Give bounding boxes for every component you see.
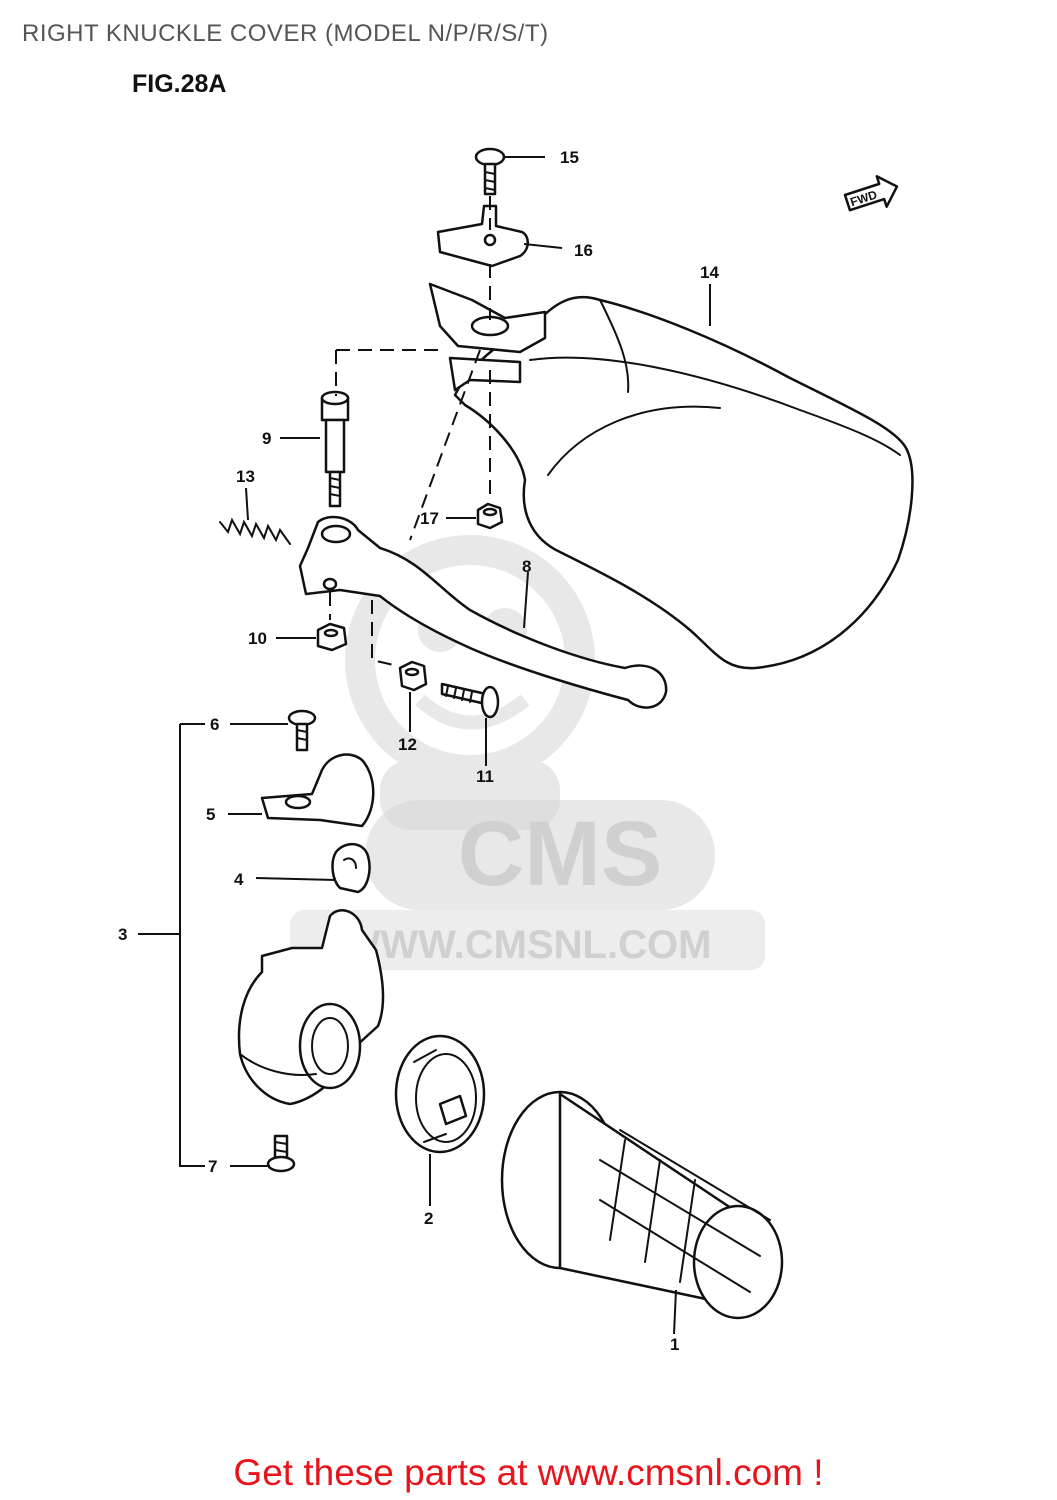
screw-6-part: [287, 709, 317, 752]
get-parts-link[interactable]: Get these parts at www.cmsnl.com !: [233, 1452, 824, 1493]
watermark-brand: CMS: [458, 803, 662, 905]
callout-13: 13: [236, 467, 255, 486]
grip-1-part: [500, 1090, 784, 1320]
watermark-site: WWW.CMSNL.COM: [343, 923, 712, 967]
callout-9: 9: [262, 429, 271, 448]
callout-17: 17: [420, 509, 439, 528]
callout-8: 8: [522, 557, 531, 576]
nut-10-part: [316, 622, 348, 652]
callout-leaders: [138, 156, 711, 1335]
callout-16: 16: [574, 241, 593, 260]
bracket-part: [436, 204, 529, 268]
callout-14: 14: [700, 263, 719, 282]
screw-15-part: [474, 147, 506, 196]
pulley-2-part: [394, 1034, 486, 1154]
lever-holder-3-part: [237, 909, 385, 1106]
callout-12: 12: [398, 735, 417, 754]
page-title: RIGHT KNUCKLE COVER (MODEL N/P/R/S/T): [22, 20, 549, 47]
spring-13-part: [219, 517, 291, 545]
knuckle-cover-part: [453, 295, 914, 670]
clamp-5-part: [260, 753, 375, 828]
callout-7: 7: [208, 1157, 217, 1176]
callout-labels: 15 16 14 9 13 17 8 10 12 11 6 5 4 3 7 2 …: [118, 148, 719, 1354]
callout-4: 4: [234, 870, 244, 889]
figure-label: FIG.28A: [132, 70, 227, 98]
nut-17-part: [476, 502, 504, 530]
callout-1: 1: [670, 1335, 679, 1354]
assembly-guide-lines: [329, 196, 491, 667]
clip-4-part: [331, 843, 371, 894]
fwd-arrow-icon: FWD: [843, 175, 899, 212]
bolt-11-part: [440, 682, 500, 719]
callout-3: 3: [118, 925, 127, 944]
callout-6: 6: [210, 715, 219, 734]
lever-8-part: [298, 515, 668, 709]
cover-clamp-part: [428, 282, 547, 392]
callout-15: 15: [560, 148, 579, 167]
callout-11: 11: [476, 767, 494, 786]
screw-7-part: [266, 1134, 296, 1173]
callout-5: 5: [206, 805, 215, 824]
callout-2: 2: [424, 1209, 433, 1228]
nut-12-part: [398, 660, 428, 692]
watermark-badge: [365, 800, 715, 910]
callout-10: 10: [248, 629, 267, 648]
bolt-9-part: [320, 390, 350, 508]
